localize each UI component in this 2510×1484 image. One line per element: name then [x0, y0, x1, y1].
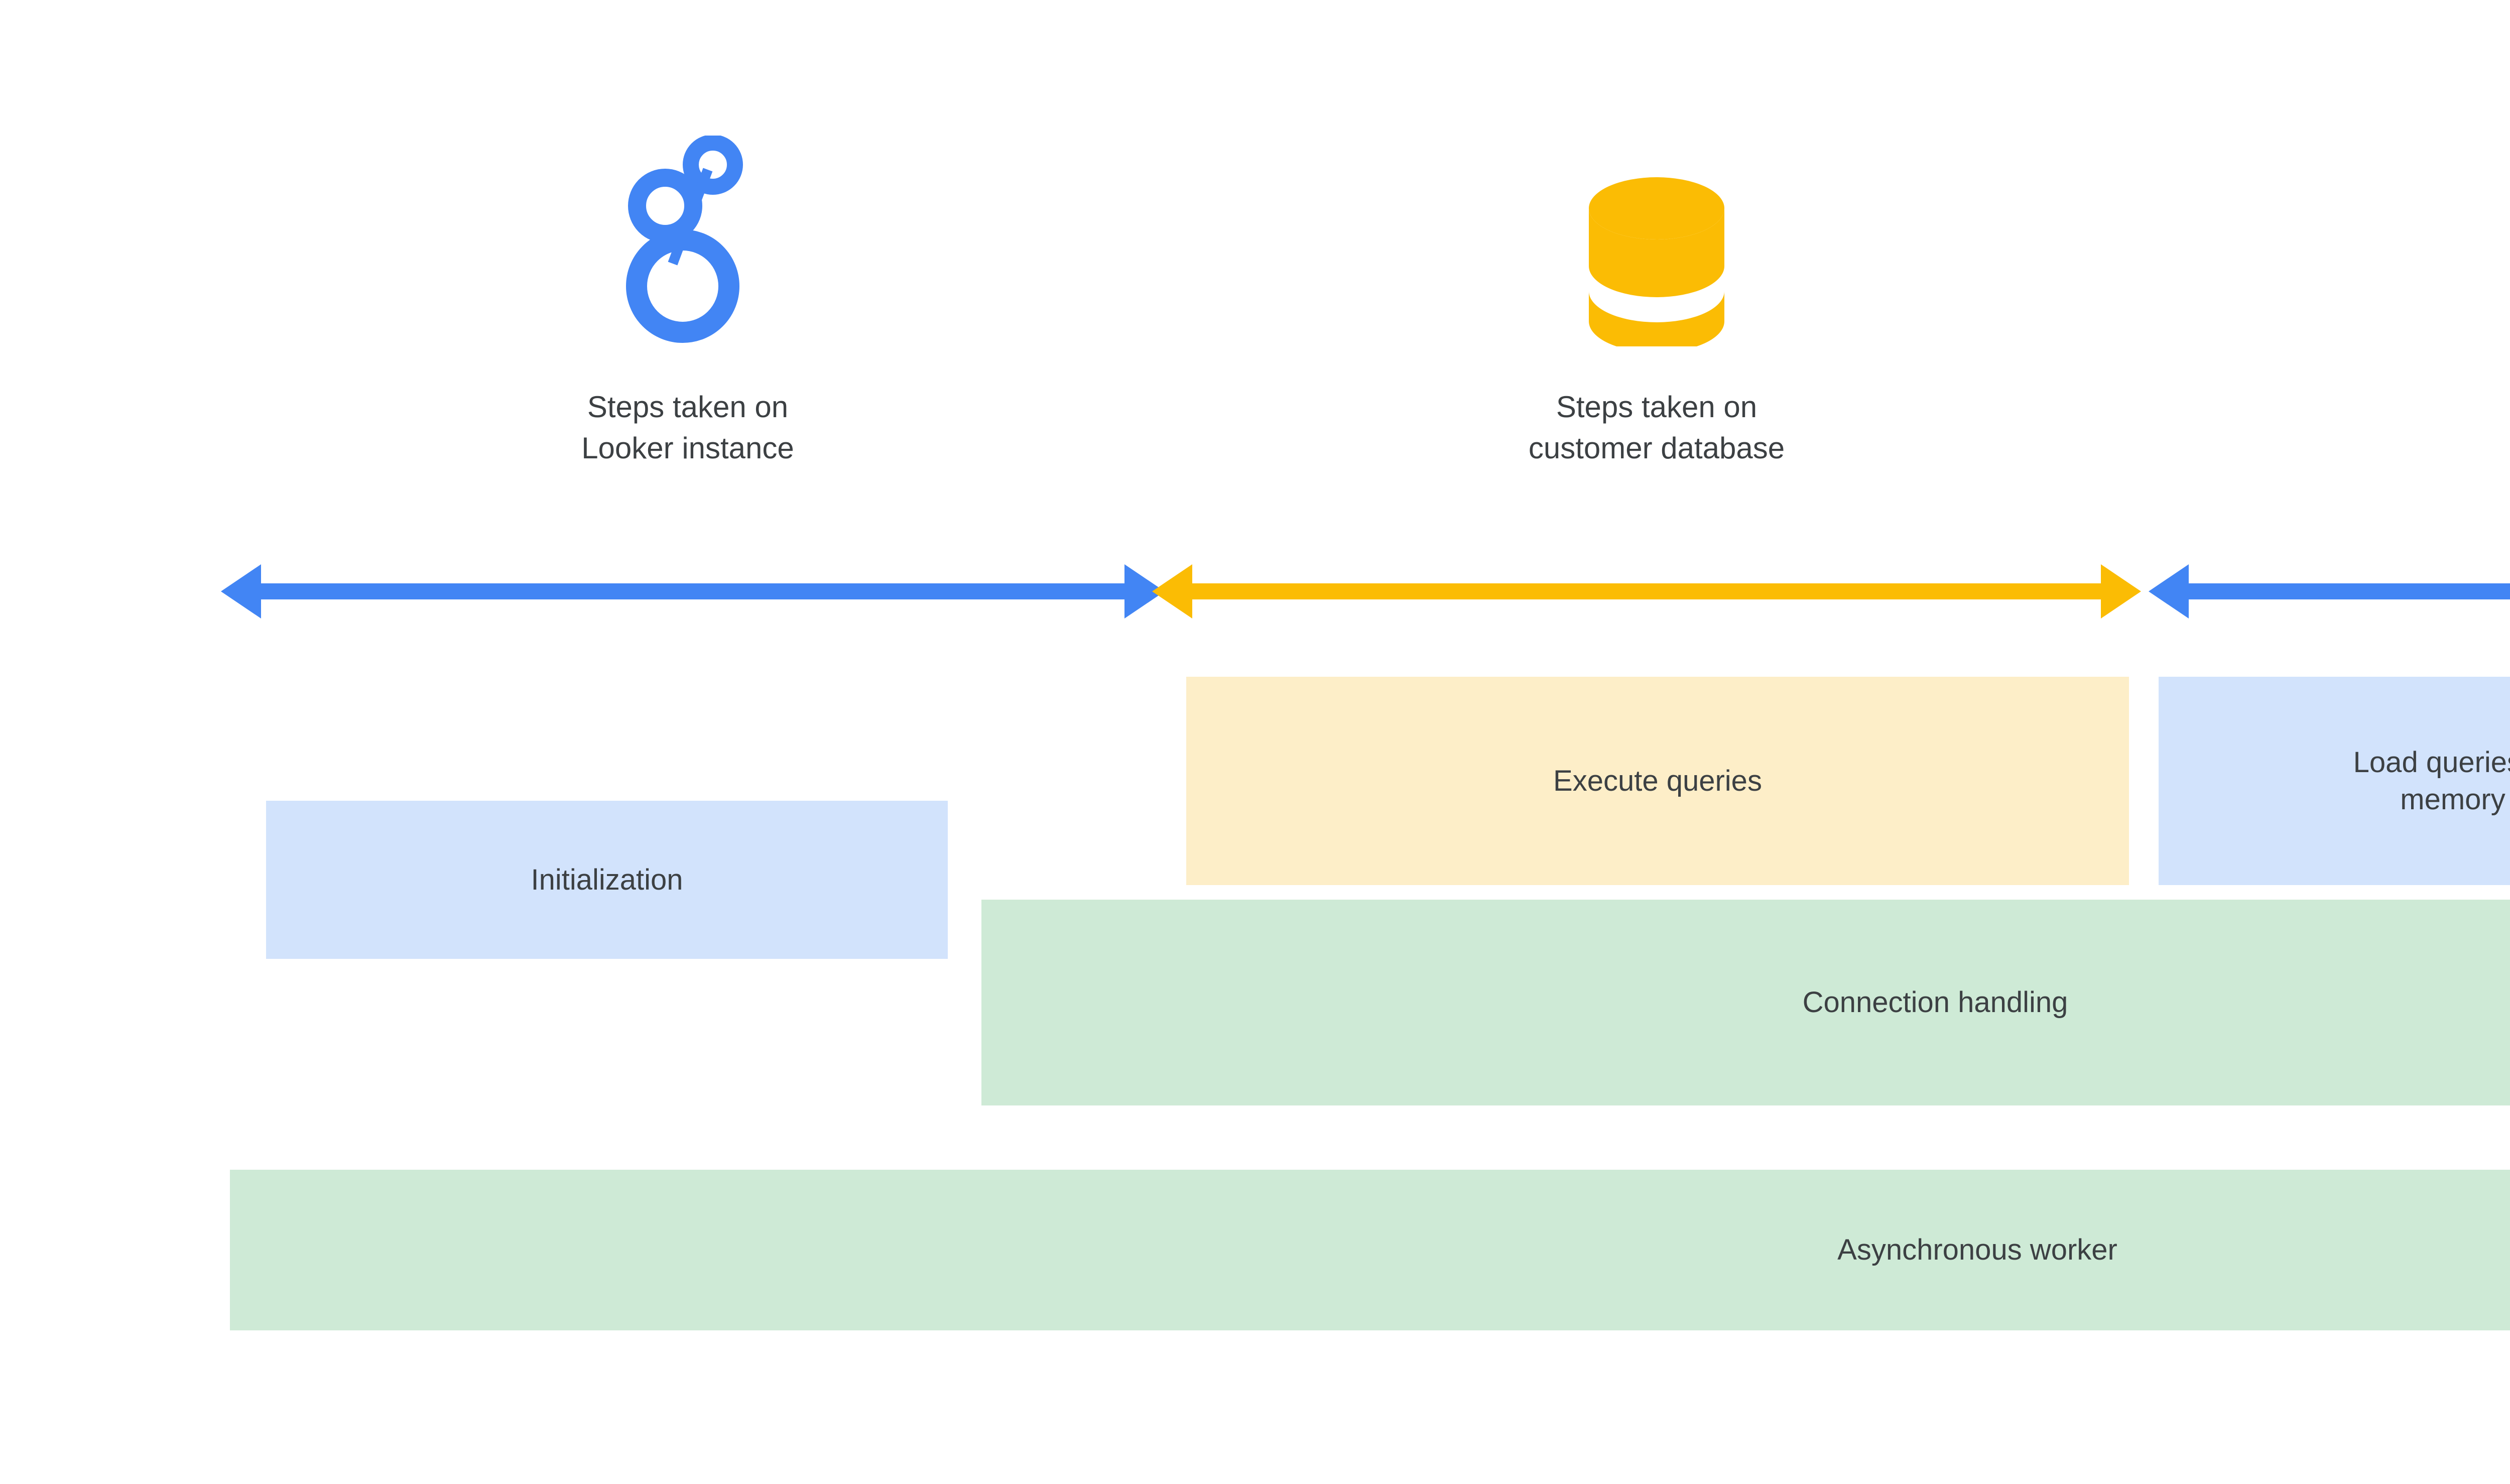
looker-logo-icon: [612, 135, 763, 346]
double-headed-blue-arrow-right: [2149, 561, 2510, 622]
stage-box-load-queries-memory[interactable]: Load queries in memory: [2159, 677, 2510, 885]
stage-label-load-queries-memory: Load queries in memory: [2353, 746, 2510, 816]
double-headed-yellow-arrow: [1152, 561, 2141, 622]
database-icon: [1584, 146, 1729, 352]
stage-box-asynchronous-worker[interactable]: Asynchronous worker: [230, 1170, 2510, 1330]
stage-box-initialization[interactable]: Initialization: [266, 801, 948, 959]
stage-label-execute-queries: Execute queries: [1553, 764, 1762, 797]
stage-box-connection-handling[interactable]: Connection handling: [981, 900, 2510, 1105]
section-label-customer-database: Steps taken on customer database: [1528, 390, 1785, 465]
stage-box-execute-queries[interactable]: Execute queries: [1186, 677, 2129, 885]
stage-label-asynchronous-worker: Asynchronous worker: [1837, 1233, 2117, 1266]
stage-label-connection-handling: Connection handling: [1802, 986, 2068, 1019]
section-label-looker-left: Steps taken on Looker instance: [581, 390, 794, 465]
double-headed-blue-arrow-left: [221, 561, 1165, 622]
stage-label-initialization: Initialization: [531, 863, 683, 896]
